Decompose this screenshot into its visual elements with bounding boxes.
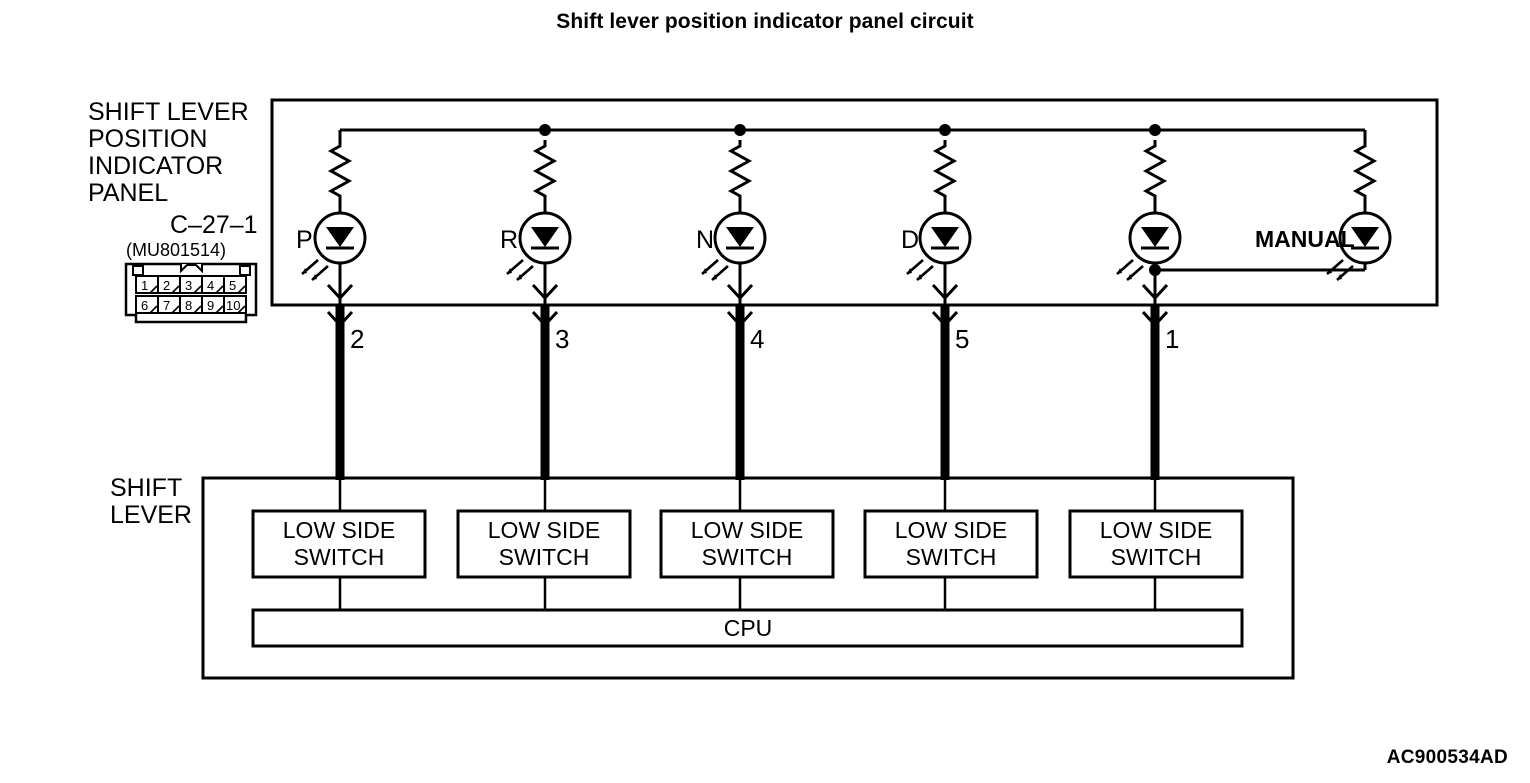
led-branch-manual: MANUAL [1155,138,1392,282]
junction-dot [734,124,746,136]
pin-number-n: 4 [750,324,764,354]
switch-label-line-1: LOW SIDE [488,517,600,543]
led-label-r: R [500,226,518,254]
low-side-switch-3: LOW SIDE SWITCH [659,509,835,579]
panel-name-line-1: SHIFT LEVER [88,98,249,126]
page-title: Shift lever position indicator panel cir… [556,10,974,33]
switch-label-line-2: SWITCH [499,544,590,570]
connector-pin-4: 4 [207,278,214,293]
drawing-code: AC900534AD [1386,747,1508,768]
switch-label-line-2: SWITCH [1111,544,1202,570]
connector-pin-6: 6 [141,298,148,313]
switch-label-line-2: SWITCH [906,544,997,570]
connector-pin-5: 5 [229,278,236,293]
cpu-block: CPU [251,608,1244,648]
connector-pinout-icon: 1 2 3 4 5 6 7 8 9 10 [124,262,258,324]
cpu-label: CPU [724,615,773,641]
junction-dot [939,124,951,136]
supply-bus [338,124,1367,140]
switch-label-line-2: SWITCH [702,544,793,570]
led-label-d: D [901,226,919,254]
connector-part-number: (MU801514) [126,240,226,260]
resistor-n [729,138,751,204]
connector-id-label: C–27–1 [170,211,258,239]
pin-number-5: 1 [1165,324,1179,354]
led-branch-p: P 2 [296,138,367,480]
junction-dot [1149,124,1161,136]
resistor-d [934,138,956,204]
low-side-switch-4: LOW SIDE SWITCH [863,509,1039,579]
switch-label-line-1: LOW SIDE [895,517,1007,543]
shift-lever-enclosure [201,476,1295,680]
connector-pin-1: 1 [141,278,148,293]
connector-pin-9: 9 [207,298,214,313]
led-label-n: N [696,226,714,254]
switch-label-line-1: LOW SIDE [1100,517,1212,543]
resistor-p [329,138,351,204]
switch-label-line-1: LOW SIDE [283,517,395,543]
low-side-switch-2: LOW SIDE SWITCH [456,509,632,579]
junction-dot [539,124,551,136]
led-label-manual: MANUAL [1255,226,1355,252]
connector-pin-8: 8 [185,298,192,313]
switch-label-line-1: LOW SIDE [691,517,803,543]
connector-pin-2: 2 [163,278,170,293]
shift-lever-name-line-1: SHIFT [110,474,182,502]
led-branch-n: N 4 [696,138,767,480]
low-side-switch-5: LOW SIDE SWITCH [1068,509,1244,579]
pin-number-p: 2 [350,324,364,354]
connector-pin-10: 10 [226,298,240,313]
led-branch-d: D 5 [901,138,972,480]
resistor-r [534,138,556,204]
resistor-5 [1144,138,1166,204]
shift-lever-name-line-2: LEVER [110,501,192,529]
led-branch-5: 1 [1115,138,1182,480]
panel-name-line-2: POSITION [88,125,207,153]
resistor-manual [1354,138,1376,204]
switch-label-line-2: SWITCH [294,544,385,570]
pin-number-r: 3 [555,324,569,354]
connector-pin-3: 3 [185,278,192,293]
led-label-p: P [296,226,313,254]
led-branch-r: R 3 [500,138,572,480]
panel-name-line-3: INDICATOR [88,152,223,180]
pin-number-d: 5 [955,324,969,354]
panel-title-label: SHIFT LEVER POSITION INDICATOR PANEL [88,98,249,207]
indicator-panel-enclosure [270,98,1439,307]
connector-pin-7: 7 [163,298,170,313]
panel-name-line-4: PANEL [88,179,168,207]
low-side-switch-1: LOW SIDE SWITCH [251,509,427,579]
